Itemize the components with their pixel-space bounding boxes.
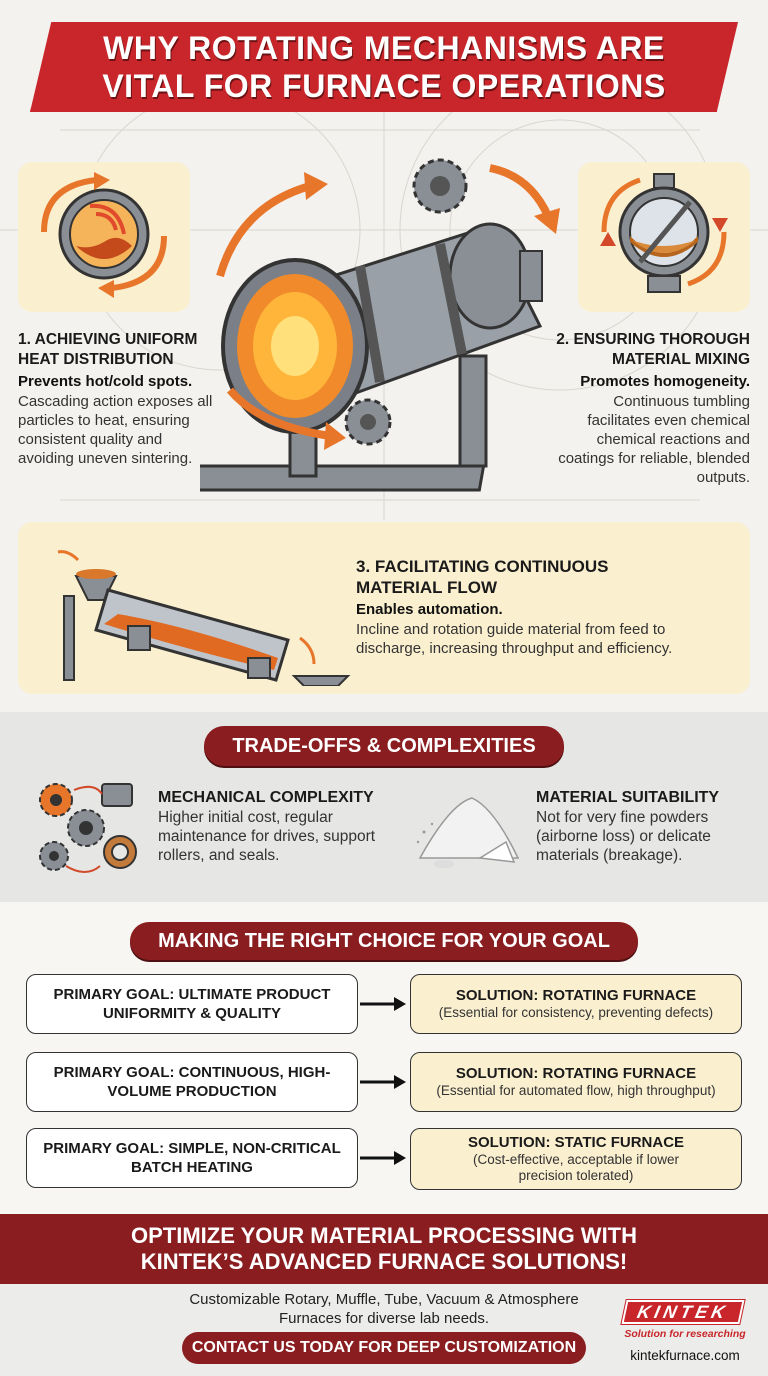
feature-1-lead: Prevents hot/cold spots.: [18, 373, 193, 390]
page-title: WHY ROTATING MECHANISMS ARE VITAL FOR FU…: [102, 30, 666, 104]
goal-box-1: PRIMARY GOAL: ULTIMATE PRODUCT UNIFORMIT…: [26, 974, 358, 1034]
tradeoff-1: MECHANICAL COMPLEXITY Higher initial cos…: [158, 788, 398, 865]
feature-3-lead: Enables automation.: [356, 601, 503, 618]
gears-icon: [39, 783, 137, 873]
feature-2-illustration-box: [578, 162, 750, 312]
arrow-right-icon: [360, 1151, 406, 1165]
solution-3-note: (Cost-effective, acceptable if lower pre…: [472, 1152, 680, 1183]
cta-subline: Customizable Rotary, Muffle, Tube, Vacuu…: [189, 1291, 579, 1327]
kintek-logo: KINTEK: [620, 1299, 746, 1325]
feature-2-lead: Promotes homogeneity.: [580, 373, 750, 390]
goal-box-3: PRIMARY GOAL: SIMPLE, NON-CRITICAL BATCH…: [26, 1128, 358, 1188]
brand-block: KINTEK Solution for researching kintekfu…: [612, 1299, 758, 1370]
tradeoff-1-title: MECHANICAL COMPLEXITY: [158, 789, 374, 806]
feature-1-title: 1. ACHIEVING UNIFORM HEAT DISTRIBUTION: [18, 331, 198, 368]
material-mixing-icon: [600, 173, 728, 293]
cta-headline: OPTIMIZE YOUR MATERIAL PROCESSING WITH K…: [130, 1223, 638, 1274]
feature-2-body: Continuous tumbling facilitates even che…: [558, 393, 750, 486]
cta-banner: OPTIMIZE YOUR MATERIAL PROCESSING WITH K…: [0, 1214, 768, 1284]
tradeoff-1-body: Higher initial cost, regular maintenance…: [158, 809, 376, 864]
tradeoff-2-body: Not for very fine powders (airborne loss…: [536, 809, 711, 864]
feature-1-text: 1. ACHIEVING UNIFORM HEAT DISTRIBUTION P…: [18, 330, 218, 468]
feature-3-box: 3. FACILITATING CONTINUOUS MATERIAL FLOW…: [18, 522, 750, 694]
feature-1-body: Cascading action exposes all particles t…: [18, 393, 213, 467]
continuous-flow-icon: [57, 550, 351, 686]
tradeoff-2: MATERIAL SUITABILITY Not for very fine p…: [536, 788, 756, 865]
solution-1-title: SOLUTION: ROTATING FURNACE: [455, 987, 697, 1004]
solution-box-2: SOLUTION: ROTATING FURNACE (Essential fo…: [410, 1052, 742, 1112]
goal-box-2: PRIMARY GOAL: CONTINUOUS, HIGH-VOLUME PR…: [26, 1052, 358, 1112]
solution-1-note: (Essential for consistency, preventing d…: [438, 1005, 714, 1020]
feature-3-title: 3. FACILITATING CONTINUOUS MATERIAL FLOW: [356, 557, 609, 597]
rotary-furnace-illustration: [200, 158, 560, 492]
arrow-right-icon: [360, 997, 406, 1011]
feature-1-illustration-box: [18, 162, 190, 312]
title-banner: WHY ROTATING MECHANISMS ARE VITAL FOR FU…: [30, 22, 738, 112]
feature-3-text: 3. FACILITATING CONTINUOUS MATERIAL FLOW…: [356, 556, 736, 658]
solution-box-1: SOLUTION: ROTATING FURNACE (Essential fo…: [410, 974, 742, 1034]
tradeoff-2-title: MATERIAL SUITABILITY: [536, 789, 720, 806]
brand-tagline: Solution for researching: [624, 1328, 746, 1340]
feature-2-title: 2. ENSURING THOROUGH MATERIAL MIXING: [556, 331, 750, 368]
solution-3-title: SOLUTION: STATIC FURNACE: [467, 1134, 685, 1151]
choice-heading: MAKING THE RIGHT CHOICE FOR YOUR GOAL: [130, 922, 638, 960]
arrow-right-icon: [360, 1075, 406, 1089]
heat-distribution-icon: [41, 172, 167, 298]
brand-url[interactable]: kintekfurnace.com: [630, 1348, 740, 1363]
solution-2-title: SOLUTION: ROTATING FURNACE: [455, 1065, 697, 1082]
contact-button[interactable]: CONTACT US TODAY FOR DEEP CUSTOMIZATION: [182, 1332, 586, 1364]
tradeoffs-heading: TRADE-OFFS & COMPLEXITIES: [204, 726, 564, 766]
feature-3-body: Incline and rotation guide material from…: [356, 621, 673, 657]
feature-2-text: 2. ENSURING THOROUGH MATERIAL MIXING Pro…: [555, 330, 750, 487]
solution-2-note: (Essential for automated flow, high thro…: [436, 1083, 716, 1098]
powder-pile-icon: [416, 797, 520, 868]
solution-box-3: SOLUTION: STATIC FURNACE (Cost-effective…: [410, 1128, 742, 1190]
